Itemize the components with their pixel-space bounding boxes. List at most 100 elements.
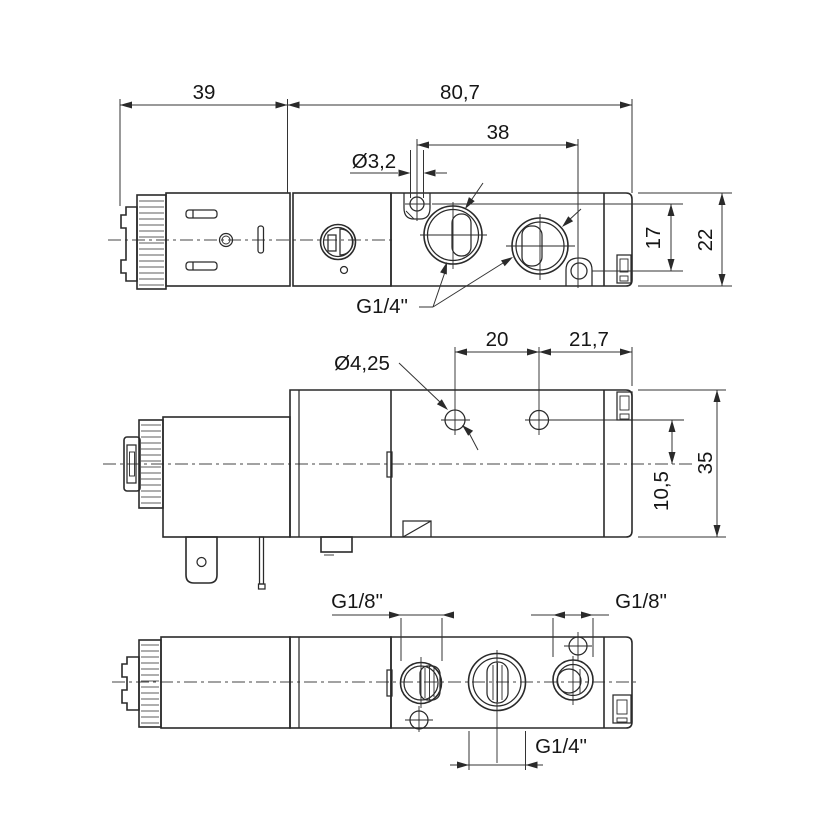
dia425-arrow1	[436, 399, 448, 410]
coil-vent-slot	[257, 225, 265, 254]
arrow-dia32-left	[398, 169, 411, 177]
arrow-35-bottom	[713, 525, 721, 537]
spade-terminal-hole	[196, 556, 207, 568]
mount-hole-bottom	[570, 262, 588, 280]
arrow-22-bottom	[718, 274, 726, 286]
arrow-217-right	[620, 348, 632, 356]
bport-3-plug	[556, 668, 582, 694]
bport-2-plug	[486, 661, 509, 704]
ext-lines-dia32	[405, 150, 430, 205]
side-din-plug	[123, 436, 141, 492]
coil-screw-outer	[218, 232, 234, 248]
mount-pocket-chamfer	[405, 210, 415, 220]
side-hole-a-crosshair	[441, 347, 470, 435]
override-slot	[327, 234, 337, 252]
port-a-crosshair	[420, 202, 487, 269]
side-knurl-lines	[141, 424, 161, 504]
arrow-105-top	[668, 420, 676, 432]
ext-lines-17	[432, 203, 683, 272]
dia425-leader	[398, 362, 442, 404]
terminal-pin	[258, 536, 265, 585]
port-b-crosshair	[506, 214, 575, 280]
arrow-217-left	[539, 348, 551, 356]
ext-lines-35	[638, 389, 726, 538]
dim-body-height-22: 22	[694, 229, 717, 252]
bottom-port-right-label: G1/8"	[615, 590, 667, 613]
bport-2-plug-threads	[492, 663, 503, 702]
arrow-20-right	[527, 348, 539, 356]
arrow-g18l-right	[442, 611, 454, 619]
arrow-g14-left	[457, 761, 469, 769]
bport-1-plug	[419, 665, 441, 701]
arrow-22-top	[718, 193, 726, 205]
valve-body-side-view	[289, 389, 633, 538]
bottom-knurled-nut	[138, 639, 162, 728]
arrow-17-top	[667, 204, 675, 216]
bottom-port-left-label: G1/8"	[331, 590, 383, 613]
arrow-38-left	[417, 141, 429, 149]
bottom-divider-tick	[386, 669, 393, 697]
mount-pocket-bottom	[565, 257, 593, 286]
clip-side-view-tab	[619, 413, 630, 420]
coil-slot-top	[185, 209, 218, 219]
arrow-17-bottom	[667, 259, 675, 271]
din-plug-end	[120, 206, 138, 282]
terminal-pin-foot	[257, 583, 266, 590]
arrow-dia32-right	[423, 169, 436, 177]
top-view: G1/4" 39 80,7 38 Ø3,2 17	[108, 81, 732, 318]
coil-screw-inner	[221, 235, 231, 245]
arrow-g18l-left	[389, 611, 401, 619]
arrow-g18r-right	[581, 611, 593, 619]
arrow-38-right	[566, 141, 578, 149]
pilot-small-hole	[339, 265, 349, 275]
clip-top-view-inner	[619, 258, 629, 273]
bottom-port-center-ext	[468, 731, 526, 770]
arrow-39-left	[120, 101, 132, 109]
ext-lines-width	[119, 99, 633, 206]
port-a-pointer-arrow	[465, 197, 475, 209]
top-port-callout-arrow1	[440, 262, 447, 275]
arrow-20-left	[455, 348, 467, 356]
exhaust-notch	[402, 520, 432, 538]
port-a-pointer-line	[469, 182, 484, 203]
bottom-port-left-ext	[400, 618, 443, 661]
bottom-port-right-ext	[552, 618, 594, 657]
bottom-din-plug	[121, 656, 140, 711]
knurl-lines	[139, 200, 164, 286]
dim-pilot-hole-dia: Ø4,25	[334, 352, 390, 375]
clip-bottom-view-inner	[616, 699, 628, 715]
arrow-39-right	[275, 101, 288, 109]
side-coil-body	[162, 416, 291, 538]
spade-terminal	[185, 536, 218, 584]
dim-hole-spacing-x: 38	[487, 121, 510, 144]
clip-top-view-tab	[619, 275, 629, 282]
clip-side-view-inner	[619, 395, 630, 411]
override-half-disc	[339, 228, 354, 256]
arrow-g14-right	[525, 761, 538, 769]
dim-hole-to-end: 21,7	[569, 328, 609, 351]
arrow-807-right	[620, 101, 632, 109]
arrow-g18r-left	[553, 611, 565, 619]
bottom-view: G1/8" G1/8" G1/4"	[112, 590, 667, 770]
dia425-arrow2	[462, 425, 474, 436]
dim-coil-length: 39	[193, 81, 216, 104]
clip-top-view	[616, 254, 632, 284]
dim-body-height-35: 35	[694, 452, 717, 475]
dim-hole-spacing-y: 17	[642, 227, 665, 250]
ext-lines-22	[638, 192, 732, 287]
arrow-807-left	[287, 101, 300, 109]
top-port-callout-arrow2	[501, 257, 513, 267]
dim-mount-hole-dia: Ø3,2	[352, 150, 396, 173]
clip-bottom-view-tab	[616, 717, 628, 723]
dim-body-length: 80,7	[440, 81, 480, 104]
bport-1-pilot-crosshair	[405, 706, 433, 732]
dim-hole-axis-offset: 10,5	[650, 471, 673, 511]
valve-body-top-view	[390, 192, 633, 287]
bport-3-pilot-crosshair	[564, 632, 592, 660]
manual-override-outer	[319, 223, 357, 261]
bottom-port-center-label: G1/4"	[535, 735, 587, 758]
valve-body-bottom-view	[390, 636, 633, 729]
ext-lines-38	[416, 139, 579, 288]
